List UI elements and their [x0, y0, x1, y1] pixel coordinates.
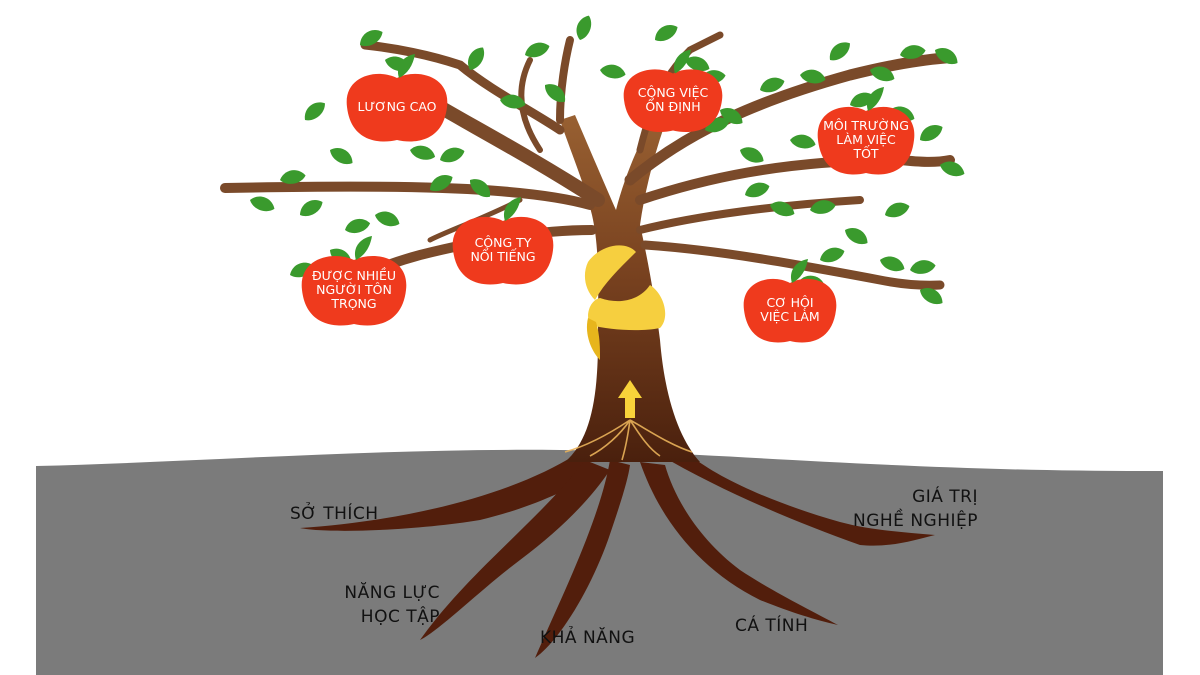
fruit-body [817, 106, 915, 175]
root-label-2: KHẢ NĂNG [540, 625, 635, 648]
leaf-10 [280, 170, 306, 184]
fruit-body [301, 255, 407, 326]
root-label-3: CÁ TÍNH [735, 614, 808, 636]
root-label-line: NĂNG LỰC [344, 581, 440, 603]
fruit-label: NỔI TIẾNG [470, 248, 535, 264]
leaf-22 [685, 56, 710, 72]
leaf-26 [800, 69, 826, 84]
fruit-leaf [866, 87, 884, 111]
fruit-label: NGƯỜI TÔN [316, 282, 392, 297]
root-label-line: CÁ TÍNH [735, 614, 808, 636]
leaf-41 [880, 256, 905, 272]
leaf-18 [345, 218, 371, 234]
fruit-label: LÀM VIỆC [836, 132, 896, 147]
leaf-9 [330, 148, 353, 165]
fruit-0: LƯƠNG CAO [346, 54, 448, 142]
fruit-leaf [354, 236, 372, 260]
leaf-30 [935, 48, 958, 65]
fruit-label: CƠ HỘI [766, 295, 813, 310]
fruit-label: LƯƠNG CAO [357, 99, 436, 114]
fruit-body [623, 69, 723, 133]
leaf-25 [760, 77, 785, 93]
leaf-39 [845, 228, 868, 245]
fruit-body [452, 216, 554, 285]
root-label-line: NGHỀ NGHIỆP [853, 507, 978, 531]
leaf-13 [410, 145, 436, 160]
leaf-14 [440, 147, 465, 163]
leaf-5 [544, 84, 566, 103]
leaf-12 [300, 200, 323, 217]
fruit-body [346, 73, 448, 142]
root-label-line: SỞ THÍCH [290, 501, 379, 524]
ribbon [584, 245, 666, 360]
leaf-47 [740, 147, 764, 163]
leaf-27 [829, 42, 850, 61]
leaf-38 [810, 200, 836, 214]
fruit-label: TỐT [852, 145, 878, 161]
ground [36, 449, 1163, 675]
leaf-7 [600, 64, 626, 79]
leaf-17 [375, 211, 400, 227]
leaf-42 [910, 260, 936, 274]
leaf-34 [940, 161, 965, 177]
leaf-2 [468, 47, 485, 70]
leaves [250, 15, 965, 305]
leaf-28 [870, 66, 895, 82]
fruit-label: TRỌNG [330, 296, 376, 311]
leaf-15 [469, 179, 491, 198]
fruit-label: ỔN ĐỊNH [645, 98, 700, 114]
leaf-6 [576, 15, 592, 40]
roots [300, 455, 935, 658]
fruit-leaf [503, 197, 521, 221]
root-label-line: GIÁ TRỊ [912, 485, 978, 507]
fruit-leaf [673, 49, 691, 74]
leaf-44 [820, 247, 845, 263]
leaf-8 [304, 102, 325, 121]
leaf-3 [500, 94, 526, 109]
leaf-43 [920, 288, 943, 305]
root-label-line: HỌC TẬP [361, 605, 440, 627]
leaf-37 [770, 201, 795, 217]
leaf-16 [430, 175, 453, 192]
leaf-21 [655, 25, 678, 42]
fruit-leaf [790, 259, 808, 283]
leaf-0 [360, 30, 383, 47]
fruit-leaf [397, 54, 415, 78]
leaf-4 [525, 42, 550, 58]
leaf-33 [920, 125, 943, 142]
leaf-24 [720, 108, 743, 125]
growth-arrow [564, 380, 693, 461]
fruit-label: ĐƯỢC NHIỀU [312, 267, 396, 283]
leaf-36 [745, 182, 770, 198]
fruit-label: CÔNG TY [475, 235, 532, 250]
leaf-11 [250, 196, 275, 212]
fruit-label: VIỆC LÀM [760, 309, 819, 324]
fruit-label: CÔNG VIỆC [638, 85, 709, 100]
root-label-0: SỞ THÍCH [290, 501, 379, 524]
leaf-40 [885, 202, 910, 218]
leaf-35 [790, 134, 816, 149]
root-label-line: KHẢ NĂNG [540, 625, 635, 648]
fruit-body [743, 278, 837, 343]
fruit-label: MÔI TRƯỜNG [823, 118, 909, 133]
leaf-29 [900, 45, 926, 59]
